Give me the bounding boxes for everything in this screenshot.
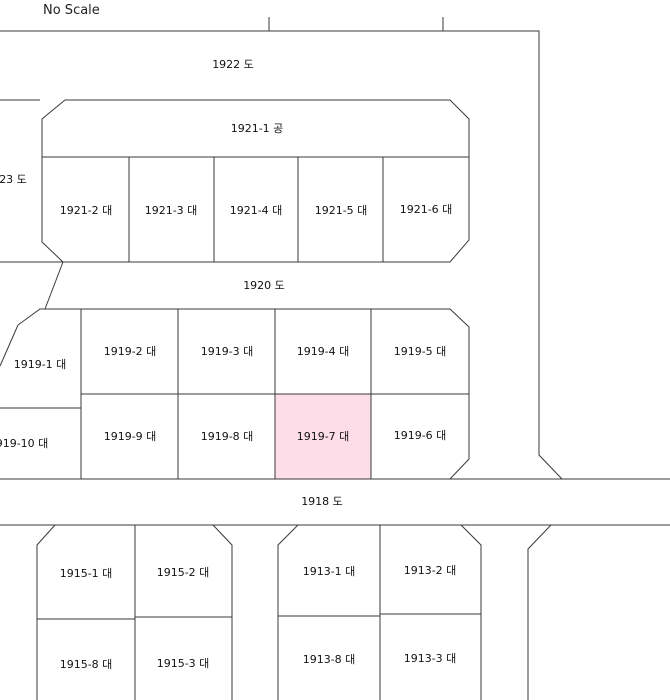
parcel-label-1915-1[interactable]: 1915-1 대 xyxy=(60,567,113,580)
parcel-label-1913-2[interactable]: 1913-2 대 xyxy=(404,564,457,577)
parcel-label-1918[interactable]: 1918 도 xyxy=(301,495,343,508)
parcel-label-1919-7[interactable]: 1919-7 대 xyxy=(297,430,350,443)
parcel-label-1921-5[interactable]: 1921-5 대 xyxy=(315,204,368,217)
parcel-label-1919-6[interactable]: 1919-6 대 xyxy=(394,429,447,442)
scale-note: No Scale xyxy=(43,3,100,18)
parcel-label-1915-2[interactable]: 1915-2 대 xyxy=(157,566,210,579)
parcel-label-1922[interactable]: 1922 도 xyxy=(212,58,254,71)
parcel-label-1915-8[interactable]: 1915-8 대 xyxy=(60,658,113,671)
parcel-label-1919-1[interactable]: 1919-1 대 xyxy=(14,358,67,371)
parcel-label-1923[interactable]: 23 도 xyxy=(0,173,27,186)
parcel-label-1921-1[interactable]: 1921-1 공 xyxy=(231,122,284,135)
parcel-boundaries xyxy=(0,17,670,700)
parcel-label-1919-4[interactable]: 1919-4 대 xyxy=(297,345,350,358)
parcel-label-1919-2[interactable]: 1919-2 대 xyxy=(104,345,157,358)
parcel-label-1913-1[interactable]: 1913-1 대 xyxy=(303,565,356,578)
parcel-label-1919-3[interactable]: 1919-3 대 xyxy=(201,345,254,358)
parcel-label-1921-6[interactable]: 1921-6 대 xyxy=(400,203,453,216)
parcel-1919-7-fill[interactable] xyxy=(275,394,371,479)
parcel-label-1919-8[interactable]: 1919-8 대 xyxy=(201,430,254,443)
parcel-label-1913-8[interactable]: 1913-8 대 xyxy=(303,653,356,666)
parcel-label-1919-9[interactable]: 1919-9 대 xyxy=(104,430,157,443)
parcel-label-1913-3[interactable]: 1913-3 대 xyxy=(404,652,457,665)
parcel-label-1915-3[interactable]: 1915-3 대 xyxy=(157,657,210,670)
parcel-label-1921-4[interactable]: 1921-4 대 xyxy=(230,204,283,217)
parcel-label-1919-10[interactable]: 919-10 대 xyxy=(0,437,48,450)
parcel-label-1919-5[interactable]: 1919-5 대 xyxy=(394,345,447,358)
parcel-label-1920[interactable]: 1920 도 xyxy=(243,279,285,292)
parcel-label-1921-2[interactable]: 1921-2 대 xyxy=(60,204,113,217)
parcel-label-1921-3[interactable]: 1921-3 대 xyxy=(145,204,198,217)
